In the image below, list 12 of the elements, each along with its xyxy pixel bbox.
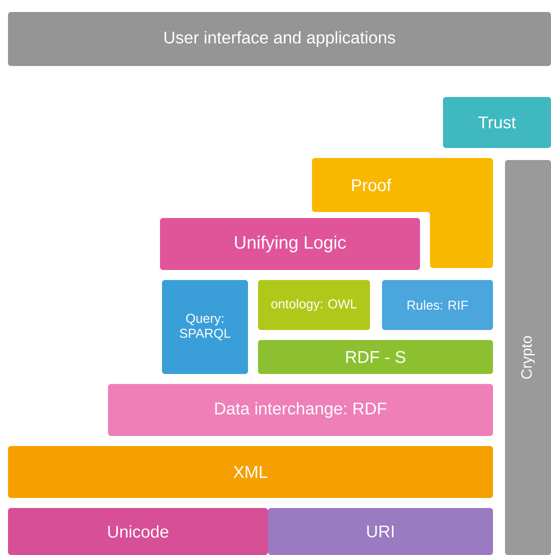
layer-box: Data interchange: RDF (108, 384, 493, 436)
layer-box: Unifying Logic (160, 218, 420, 270)
layer-box: URI (268, 508, 493, 555)
layer-box: User interface and applications (8, 12, 551, 66)
layer-box: XML (8, 446, 493, 498)
layer-box: Trust (443, 97, 551, 148)
layer-box: Crypto (505, 160, 551, 555)
layer-box: Unicode (8, 508, 268, 555)
layer-box: Query: SPARQL (162, 280, 248, 374)
layer-box: ontology: OWL (258, 280, 370, 330)
layer-box: RDF - S (258, 340, 493, 374)
layer-box: Rules: RIF (382, 280, 493, 330)
